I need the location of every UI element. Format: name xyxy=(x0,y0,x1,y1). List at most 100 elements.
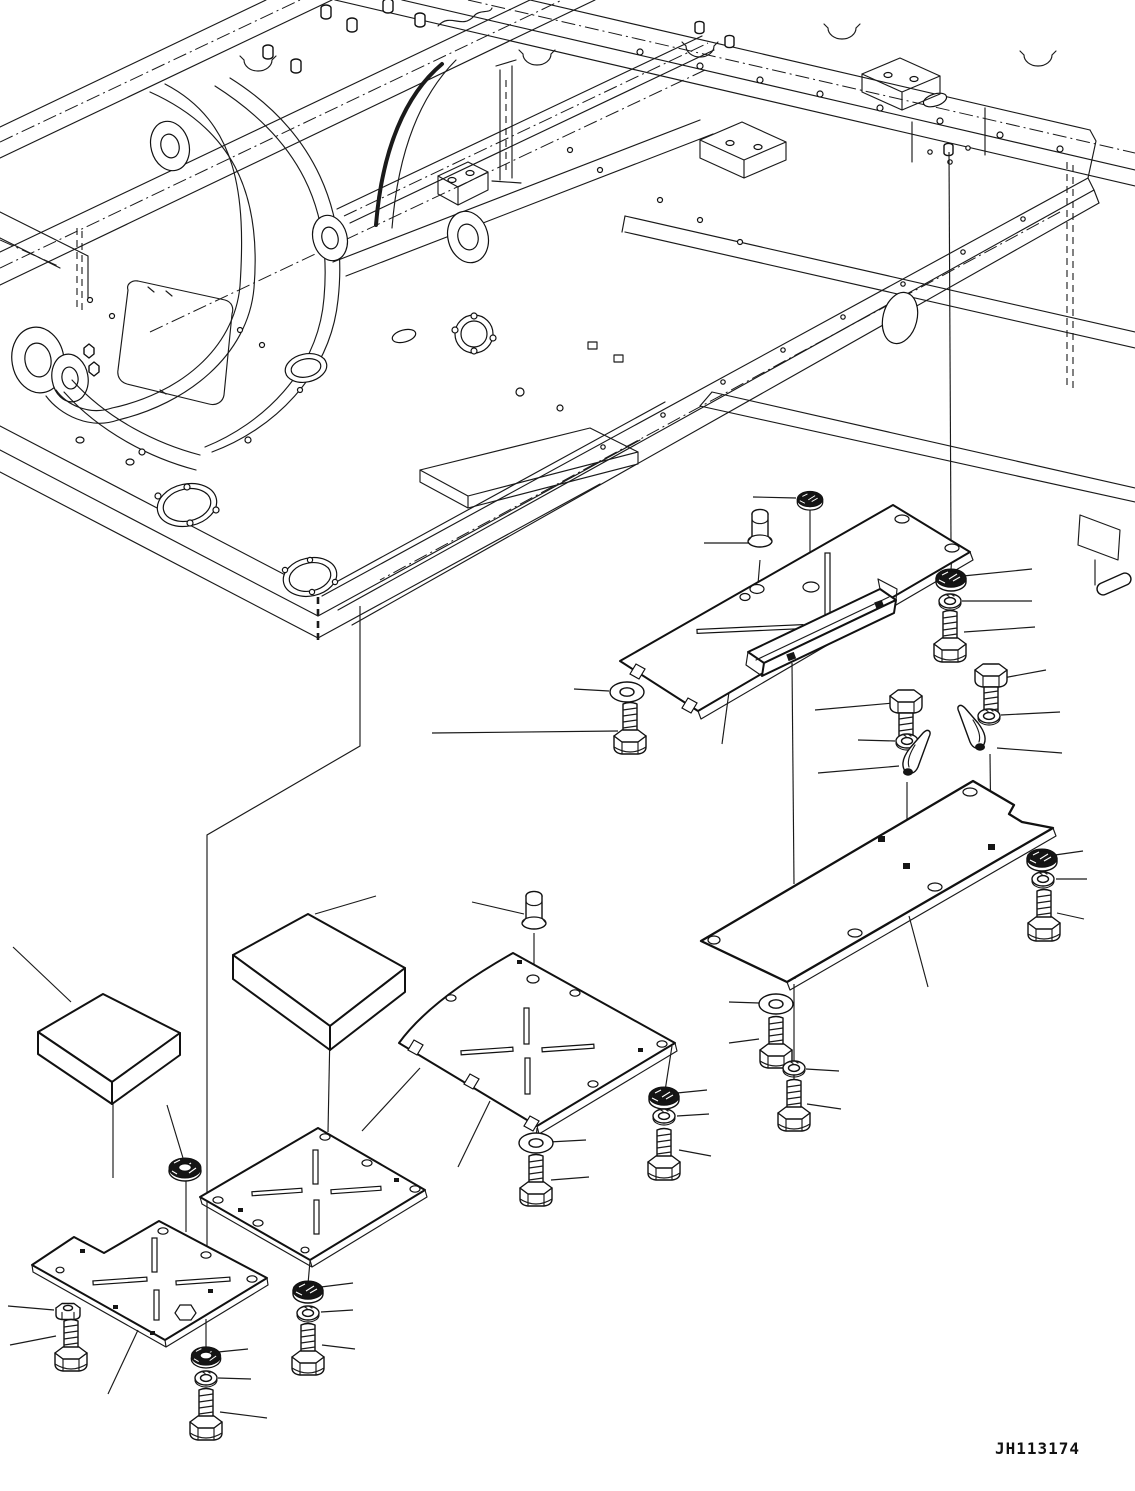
hex-bolt xyxy=(189,1387,223,1441)
undercover-right-group xyxy=(699,779,1061,1132)
leader-line xyxy=(664,1045,673,1092)
leader-line xyxy=(728,1038,760,1044)
leader-line xyxy=(217,1377,252,1380)
leader-line xyxy=(471,901,525,915)
spacer xyxy=(747,508,773,548)
plate-slot xyxy=(251,1187,303,1197)
revolving-frame xyxy=(0,0,1135,641)
spring-washer xyxy=(977,708,1001,726)
flange-nut xyxy=(292,1280,324,1304)
leader-line xyxy=(361,1067,421,1132)
hex-nut xyxy=(55,1302,81,1321)
leader-line xyxy=(320,1309,354,1313)
floor-plate xyxy=(0,312,666,641)
leader-line xyxy=(1000,711,1061,716)
spring-washer xyxy=(1031,871,1055,889)
leader-line xyxy=(757,559,761,585)
leader-line xyxy=(806,1103,842,1110)
leader-line xyxy=(791,662,795,885)
grommet xyxy=(168,1157,202,1182)
flat-washer xyxy=(758,993,794,1015)
leader-line xyxy=(1054,850,1084,856)
plate-slot xyxy=(460,1046,514,1056)
flange-nut xyxy=(1026,848,1058,872)
plate-slot xyxy=(330,1185,382,1195)
undercover-rear-group xyxy=(609,490,1008,776)
leader-line xyxy=(752,496,797,499)
leader-line xyxy=(9,1335,57,1346)
leader-line xyxy=(314,895,377,915)
drawing-code: JH113174 xyxy=(995,1439,1081,1458)
leader-line xyxy=(166,1104,184,1159)
leader-line xyxy=(728,1001,760,1004)
leader-line xyxy=(817,765,900,774)
leader-line xyxy=(206,606,361,1303)
undercover-right-plate xyxy=(699,779,1055,984)
leader-line xyxy=(321,1344,356,1350)
flat-washer xyxy=(518,1132,554,1154)
leader-line xyxy=(217,1348,249,1353)
hex-bolt xyxy=(613,701,647,755)
flange-nut xyxy=(935,568,967,592)
spring-washer xyxy=(194,1370,218,1388)
pad-large xyxy=(232,913,406,1051)
leader-line xyxy=(814,702,894,711)
plate-slot xyxy=(541,1043,595,1053)
spring-washer xyxy=(652,1108,676,1126)
plate-slot xyxy=(523,1007,530,1045)
pads-group xyxy=(37,913,406,1105)
undercover-left-group xyxy=(168,1127,428,1376)
hex-bolt xyxy=(1027,888,1061,942)
hex-bolt xyxy=(933,609,967,663)
hex-bolt xyxy=(519,1153,553,1207)
leader-line xyxy=(431,730,619,734)
leader-line xyxy=(107,1329,139,1395)
leader-line xyxy=(548,1139,587,1143)
hex-bolt xyxy=(759,1015,793,1069)
main-rails xyxy=(321,0,1135,626)
leader-line xyxy=(996,747,1063,754)
flat-washer xyxy=(609,681,645,703)
flange-nut xyxy=(648,1086,680,1110)
leader-line xyxy=(7,1305,55,1311)
leader-line xyxy=(1056,912,1085,920)
plate-slot xyxy=(313,1199,320,1235)
leader-line xyxy=(320,1282,354,1288)
hex-bolt xyxy=(777,1078,811,1132)
plate-slot xyxy=(524,1057,531,1095)
channel-stiffener xyxy=(745,578,898,677)
leader-line xyxy=(676,1113,710,1117)
plate-slot xyxy=(175,1276,231,1286)
leader-line xyxy=(948,151,952,544)
leader-line xyxy=(857,739,896,742)
leader-line xyxy=(550,1176,590,1181)
undercover-left-plate xyxy=(199,1127,426,1261)
leader-line xyxy=(963,626,1036,633)
plate-slot xyxy=(312,1149,319,1185)
leader-line xyxy=(573,688,610,692)
hex-bolt xyxy=(647,1127,681,1181)
leader-line xyxy=(12,946,72,1003)
deck-details xyxy=(86,0,1064,450)
spacer xyxy=(521,890,547,930)
plate-slot xyxy=(824,552,831,616)
hex-bolt xyxy=(54,1318,88,1372)
plate-slot xyxy=(153,1289,160,1321)
pad-small xyxy=(37,993,181,1105)
spring-washer xyxy=(938,593,962,611)
rear-beams xyxy=(0,0,596,310)
leader-line xyxy=(805,1068,840,1072)
undercover-front-left-group xyxy=(31,1220,269,1441)
leader-line xyxy=(678,1149,712,1157)
leader-line xyxy=(962,568,1033,577)
undercover-rear-plate xyxy=(619,504,971,712)
leader-line xyxy=(1002,669,1047,679)
spring-washer xyxy=(296,1305,320,1323)
cap-plug xyxy=(796,490,824,511)
hex-hole xyxy=(174,1304,197,1321)
plate-slot xyxy=(151,1237,158,1273)
leader-line xyxy=(908,915,929,988)
spring-washer xyxy=(782,1060,806,1078)
